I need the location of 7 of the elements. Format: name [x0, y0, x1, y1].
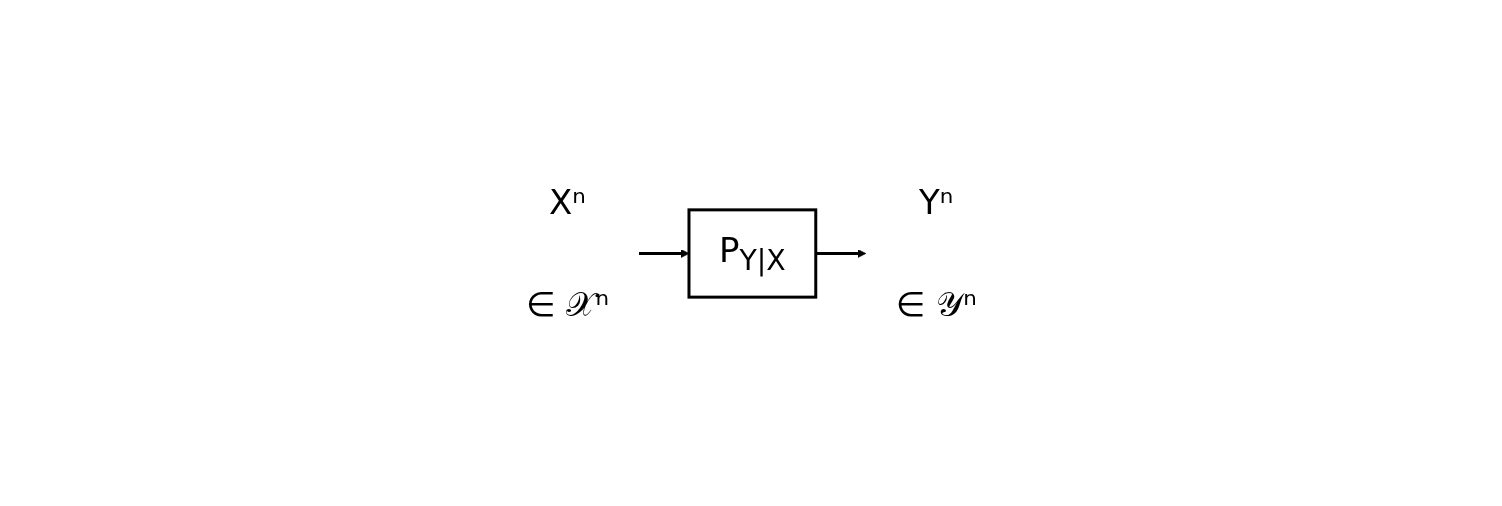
node-label: ∈ 𝒳ⁿ: [525, 283, 609, 324]
arrow: [638, 248, 689, 258]
arrow: [815, 248, 866, 258]
node-text: Xⁿ: [548, 181, 586, 222]
node-label: ∈ 𝒴ⁿ: [895, 283, 977, 324]
node-text: Yⁿ: [918, 181, 954, 222]
node-box: P$_{Y|X}$: [687, 207, 817, 299]
